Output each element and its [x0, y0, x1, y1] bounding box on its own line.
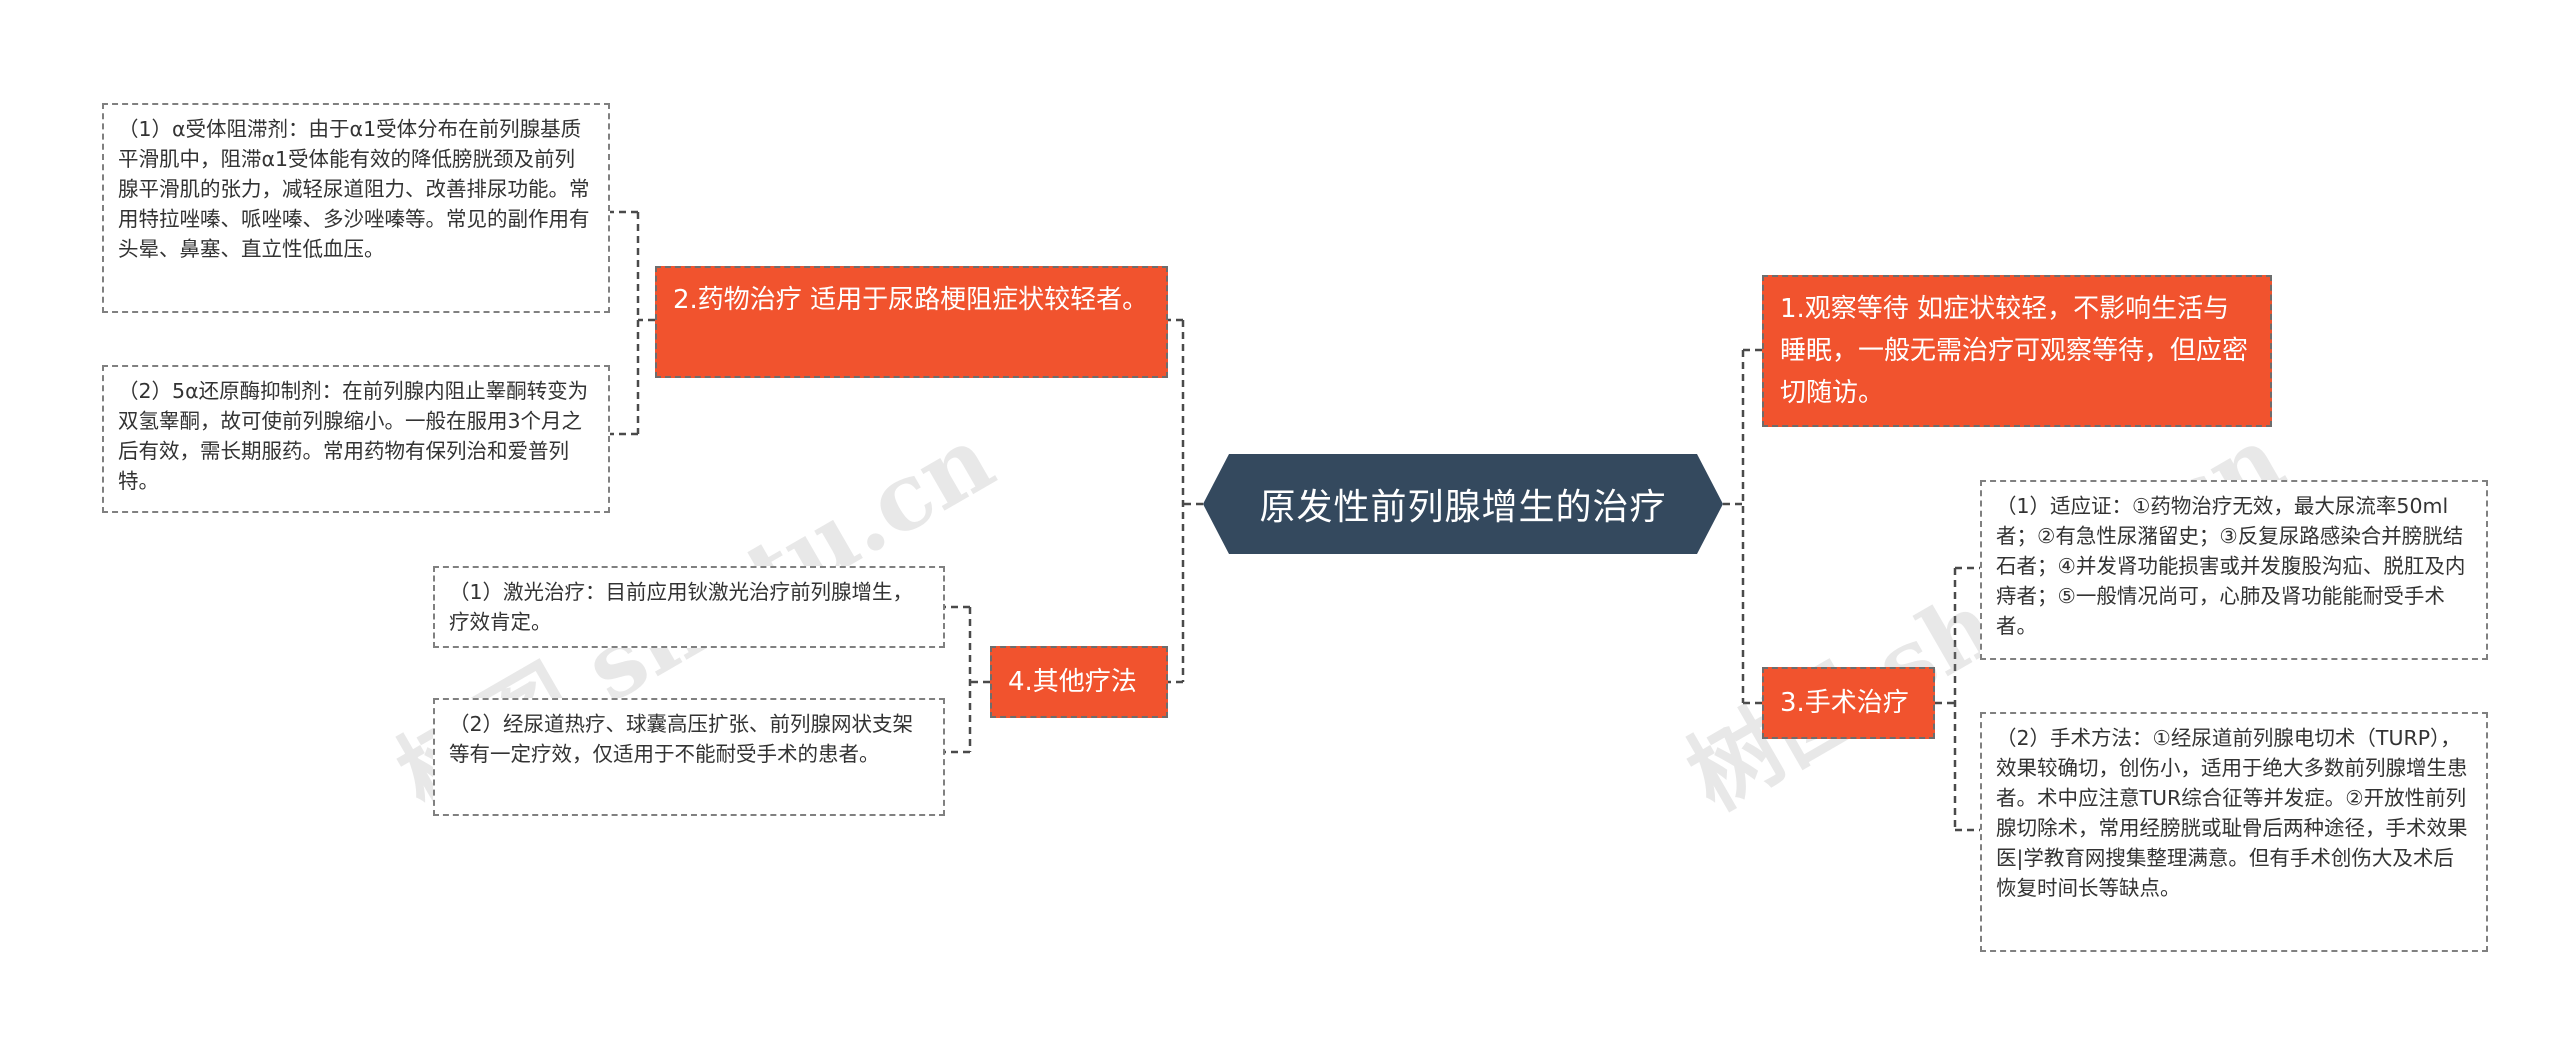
leaf-drug-alpha-blocker[interactable]: （1）α受体阻滞剂：由于α1受体分布在前列腺基质平滑肌中，阻滞α1受体能有效的降…: [102, 103, 610, 313]
leaf-text: （2）经尿道热疗、球囊高压扩张、前列腺网状支架等有一定疗效，仅适用于不能耐受手术…: [449, 712, 914, 766]
leaf-surgery-methods[interactable]: （2）手术方法：①经尿道前列腺电切术（TURP），效果较确切，创伤小，适用于绝大…: [1980, 712, 2488, 952]
branch-drug-label: 2.药物治疗 适用于尿路梗阻症状较轻者。: [673, 285, 1149, 315]
leaf-text: （1）激光治疗：目前应用钬激光治疗前列腺增生，疗效肯定。: [449, 580, 914, 634]
branch-surgery[interactable]: 3.手术治疗: [1762, 667, 1935, 739]
leaf-other-thermotherapy[interactable]: （2）经尿道热疗、球囊高压扩张、前列腺网状支架等有一定疗效，仅适用于不能耐受手术…: [433, 698, 945, 816]
leaf-text: （2）5α还原酶抑制剂：在前列腺内阻止睾酮转变为双氢睾酮，故可使前列腺缩小。一般…: [118, 379, 589, 493]
leaf-text: （1）适应证：①药物治疗无效，最大尿流率50ml者；②有急性尿潴留史；③反复尿路…: [1996, 494, 2466, 638]
leaf-drug-5a-reductase[interactable]: （2）5α还原酶抑制剂：在前列腺内阻止睾酮转变为双氢睾酮，故可使前列腺缩小。一般…: [102, 365, 610, 513]
branch-observe-label: 1.观察等待 如症状较轻，不影响生活与睡眠，一般无需治疗可观察等待，但应密切随访…: [1780, 294, 2249, 408]
root-label: 原发性前列腺增生的治疗: [1259, 487, 1667, 528]
branch-surgery-label: 3.手术治疗: [1780, 688, 1909, 718]
branch-drug[interactable]: 2.药物治疗 适用于尿路梗阻症状较轻者。: [655, 266, 1168, 378]
leaf-text: （1）α受体阻滞剂：由于α1受体分布在前列腺基质平滑肌中，阻滞α1受体能有效的降…: [118, 117, 590, 261]
leaf-surgery-indications[interactable]: （1）适应证：①药物治疗无效，最大尿流率50ml者；②有急性尿潴留史；③反复尿路…: [1980, 480, 2488, 660]
root-node[interactable]: 原发性前列腺增生的治疗: [1203, 454, 1723, 554]
branch-other[interactable]: 4.其他疗法: [990, 646, 1168, 718]
branch-observe[interactable]: 1.观察等待 如症状较轻，不影响生活与睡眠，一般无需治疗可观察等待，但应密切随访…: [1762, 275, 2272, 427]
leaf-other-laser[interactable]: （1）激光治疗：目前应用钬激光治疗前列腺增生，疗效肯定。: [433, 566, 945, 648]
branch-other-label: 4.其他疗法: [1008, 667, 1137, 697]
leaf-text: （2）手术方法：①经尿道前列腺电切术（TURP），效果较确切，创伤小，适用于绝大…: [1996, 726, 2468, 900]
